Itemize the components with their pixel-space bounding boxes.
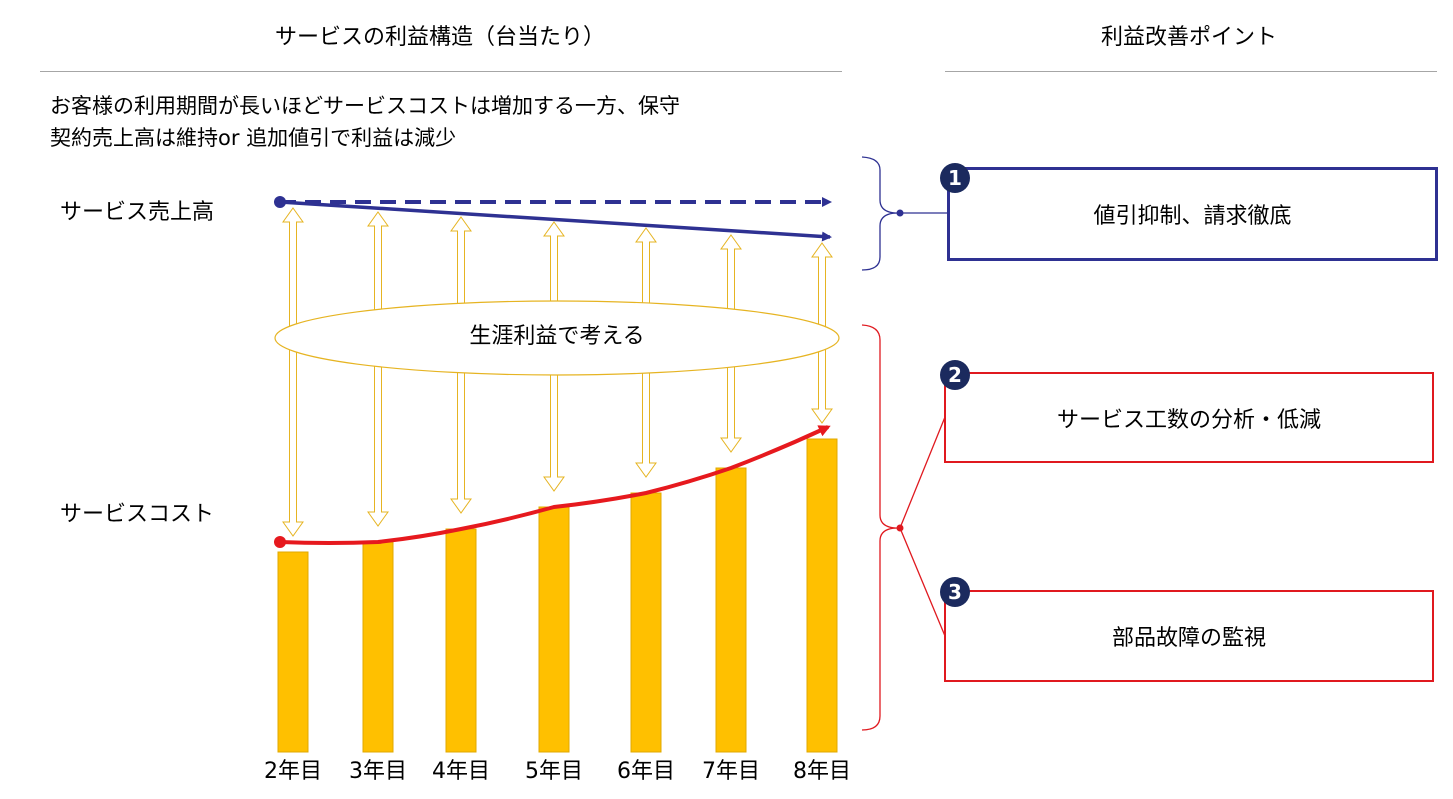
point-label-3: 部品故障の監視 (1111, 626, 1266, 651)
description: お客様の利用期間が長いほどサービスコストは増加する一方、保守 契約売上高は維持o… (50, 90, 840, 154)
profit-double-arrow (367, 211, 389, 527)
x-tick-label: 6年目 (617, 759, 675, 784)
cost-bar (538, 506, 570, 753)
badge-3: 3 (940, 577, 970, 607)
cost-label: サービスコスト (60, 502, 215, 527)
point-label-1: 値引抑制、請求徹底 (1093, 204, 1292, 229)
x-tick-label: 4年目 (432, 759, 490, 784)
cost-connector-3 (899, 527, 946, 637)
ellipse-label: 生涯利益で考える (469, 324, 645, 349)
cost-line (279, 425, 831, 545)
cost-bracket (861, 324, 899, 731)
point-label-2: サービス工数の分析・低減 (1056, 407, 1321, 433)
left-header-rule (40, 71, 842, 72)
x-tick-label: 5年目 (525, 759, 583, 784)
bar-group (277, 438, 838, 753)
point-box-2: サービス工数の分析・低減 (944, 372, 1434, 463)
sales-declining-line (279, 200, 832, 242)
cost-connector-2 (899, 416, 946, 529)
cost-bar (630, 492, 662, 753)
x-tick-label: 2年目 (264, 759, 322, 784)
profit-double-arrow (282, 207, 304, 537)
cost-bar (277, 551, 309, 753)
left-header: サービスの利益構造（台当たり） (274, 25, 605, 50)
sales-label: サービス売上高 (60, 200, 215, 225)
cost-bar (715, 467, 747, 753)
x-tick-label: 7年目 (702, 759, 760, 784)
point-box-1: 値引抑制、請求徹底 (947, 167, 1438, 261)
cost-bar (445, 528, 477, 753)
right-header-rule (945, 71, 1437, 72)
badge-1: 1 (940, 163, 970, 193)
cost-start-dot (274, 536, 286, 548)
sales-bracket (861, 156, 899, 271)
cost-bar (362, 541, 394, 753)
x-tick-label: 3年目 (349, 759, 407, 784)
right-header: 利益改善ポイント (1100, 25, 1277, 50)
badge-2: 2 (940, 360, 970, 390)
connector-group (861, 156, 948, 731)
description-line-1: お客様の利用期間が長いほどサービスコストは増加する一方、保守 (50, 94, 680, 118)
x-tick-label: 8年目 (793, 759, 851, 784)
description-line-2: 契約売上高は維持or 追加値引で利益は減少 (50, 126, 457, 150)
point-box-3: 部品故障の監視 (944, 590, 1434, 682)
cost-bar (806, 438, 838, 753)
line-group (274, 196, 832, 548)
lifetime-profit-ellipse (274, 300, 840, 376)
sales-start-dot (274, 196, 286, 208)
